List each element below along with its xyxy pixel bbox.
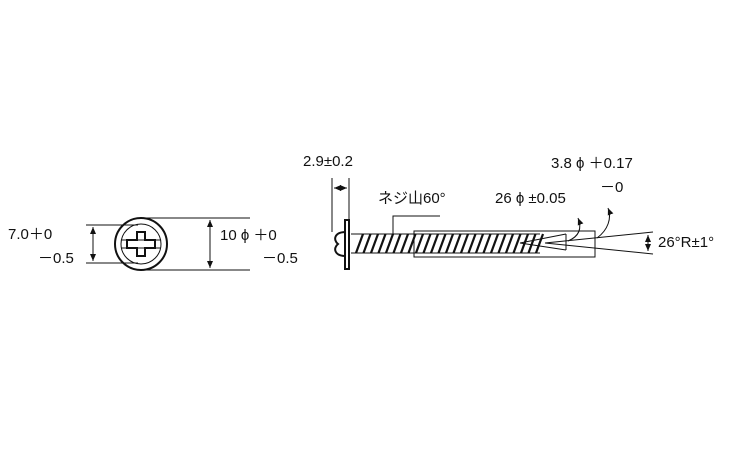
- head-height-label: 2.9±0.2: [303, 153, 353, 170]
- thread-line: [482, 233, 492, 254]
- front-view-head: [86, 217, 250, 271]
- thread-line: [534, 233, 545, 254]
- thread-line: [362, 233, 372, 254]
- tip-angle-label: 26°R±1°: [658, 234, 714, 251]
- head-diameter-label: 10 ϕ ＋0: [220, 227, 277, 244]
- thread-line: [452, 233, 462, 254]
- thread-line: [429, 233, 440, 254]
- shank-diameter-tolerance: －0: [600, 179, 623, 196]
- thread-line: [422, 233, 432, 254]
- thread-line: [512, 233, 522, 254]
- thread-line: [354, 233, 365, 254]
- thread-line: [414, 233, 425, 254]
- thread-line: [459, 233, 470, 254]
- thread-line: [497, 233, 507, 254]
- head-diameter-tolerance: －0.5: [262, 250, 298, 267]
- thread-line: [392, 233, 402, 254]
- thread-angle-label: ネジ山60°: [378, 190, 446, 207]
- thread-line: [474, 233, 485, 254]
- thread-line: [527, 233, 537, 254]
- thread-line: [504, 233, 515, 254]
- slot-width-label: 7.0＋0: [8, 226, 52, 243]
- shank-diameter-label: 3.8 ϕ ＋0.17: [551, 155, 633, 172]
- thread-line: [384, 233, 395, 254]
- side-view-screw: [331, 178, 654, 270]
- thread-line: [437, 233, 447, 254]
- thread-line: [489, 233, 500, 254]
- thread-line: [369, 233, 380, 254]
- thread-line: [377, 233, 387, 254]
- length-label: 26 ϕ ±0.05: [495, 190, 566, 207]
- slot-width-tolerance: －0.5: [38, 250, 74, 267]
- thread-line: [467, 233, 477, 254]
- thread-line: [399, 233, 410, 254]
- thread-line: [444, 233, 455, 254]
